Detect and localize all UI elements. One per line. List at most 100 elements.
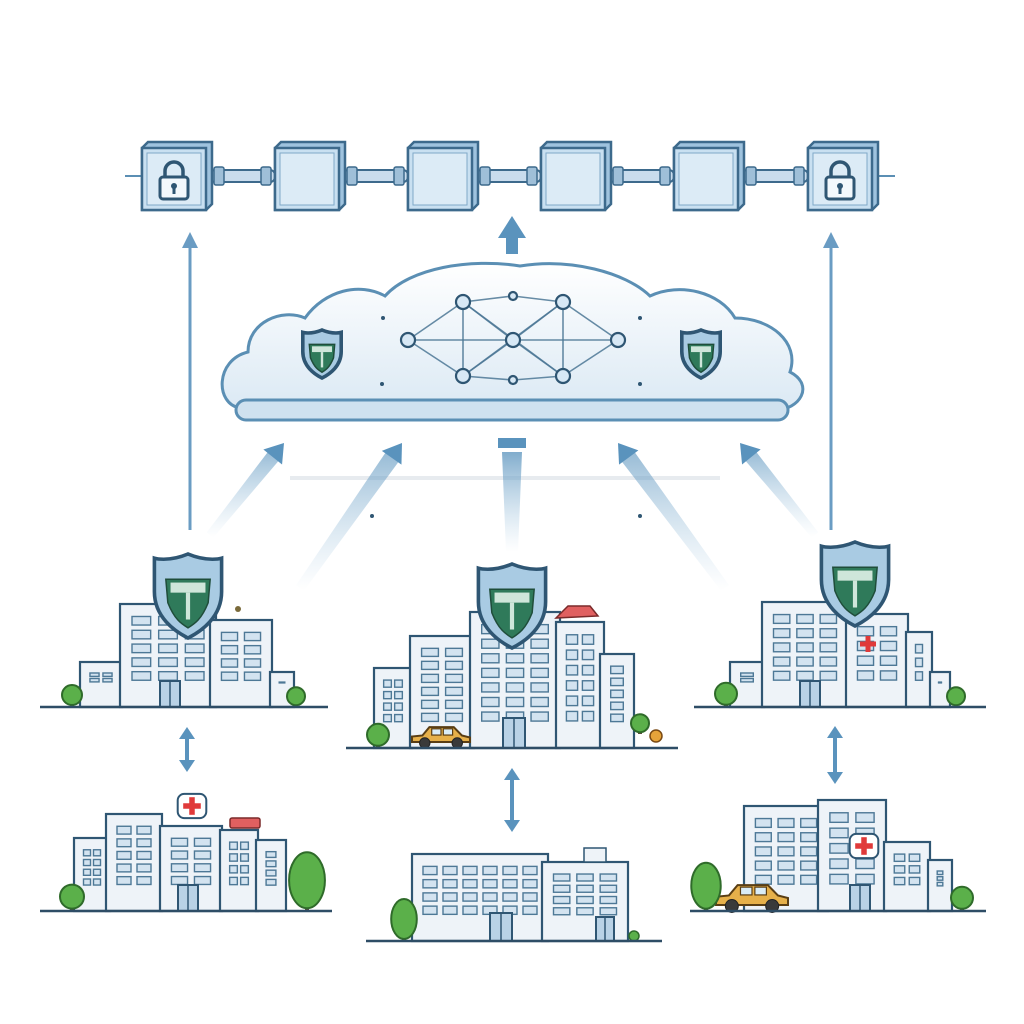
building-window [754, 832, 772, 843]
building-window [772, 642, 791, 653]
building-window [796, 628, 814, 639]
building-window [505, 667, 525, 679]
building-window [136, 875, 152, 886]
building-window [420, 712, 440, 723]
chain-link-cap [346, 166, 358, 186]
building-window [193, 875, 212, 886]
shield-band [494, 592, 530, 603]
building-window [581, 695, 595, 707]
lock-keyhole-slot [172, 187, 176, 194]
building-window [157, 657, 179, 668]
building-right-tower [554, 620, 606, 750]
arrow-head-down [827, 772, 843, 784]
lock-icon [824, 160, 856, 201]
shield-icon [680, 328, 722, 381]
building-window [505, 653, 525, 664]
tree [950, 885, 974, 911]
tree-crown [61, 684, 83, 706]
chain-block [273, 140, 347, 212]
chain-link-cap [479, 166, 491, 186]
building-window [796, 613, 814, 625]
beam-body [502, 452, 522, 552]
building-window [772, 656, 791, 667]
building-window [893, 853, 906, 863]
beam-dot [370, 514, 374, 518]
building-window [530, 696, 549, 708]
chain-link-cap [526, 166, 538, 186]
network-dot [638, 316, 642, 320]
shield-icon [301, 328, 343, 381]
building-window [777, 832, 795, 843]
building-window [740, 672, 755, 678]
hospital-cluster-bottom-center [366, 847, 662, 943]
building-window [581, 649, 595, 661]
building-door [159, 680, 181, 708]
tree [630, 713, 650, 734]
building-window [610, 713, 625, 723]
building-window [393, 679, 404, 688]
building-window [565, 649, 579, 661]
building-window [565, 710, 579, 722]
network-node [454, 293, 472, 311]
up-arrow-to-chain [498, 216, 526, 254]
building-window [184, 670, 205, 681]
beam-arrowhead [263, 443, 284, 465]
building-body [598, 652, 636, 750]
building-window [599, 907, 618, 916]
shield-icon [819, 540, 891, 629]
building-window [131, 629, 152, 640]
building-left-annex [372, 666, 414, 750]
building-body [104, 812, 164, 913]
network-graph-icon [380, 290, 642, 386]
beam-dot [638, 514, 642, 518]
roof-sign [229, 817, 261, 829]
building-door [799, 680, 821, 708]
chain-block [539, 140, 613, 212]
shield-band [170, 582, 206, 593]
cloud-aggregator [220, 261, 805, 422]
beam-left-inner [296, 443, 402, 591]
building-window [422, 878, 438, 889]
network-dot [638, 382, 642, 386]
building-small [904, 630, 934, 709]
network-node [507, 374, 519, 386]
shield-icon [301, 328, 343, 381]
building-window [382, 679, 393, 688]
network-edge [562, 301, 619, 341]
chain-link-cap [393, 166, 405, 186]
building-window [82, 868, 92, 877]
building-window [82, 849, 92, 857]
chain-block-inner [545, 152, 601, 206]
building-window [772, 670, 791, 681]
chain-link [342, 166, 409, 186]
building-window [131, 643, 152, 654]
building-window [420, 686, 440, 697]
building-window [170, 863, 189, 873]
network-edge [562, 339, 619, 377]
building-window [893, 876, 906, 886]
hospital-cluster-top-center [346, 562, 678, 750]
building-window [382, 702, 393, 711]
building-window [522, 905, 538, 916]
building-left [408, 634, 476, 750]
chain-block [406, 140, 480, 212]
beam-body [744, 450, 819, 538]
chain-block-inner [678, 152, 734, 206]
blockchain-chain [125, 140, 895, 212]
network-edge [512, 295, 564, 303]
red-cross-icon [176, 792, 208, 820]
network-node [504, 331, 522, 349]
building-door [489, 912, 513, 942]
building-body [78, 660, 124, 709]
building-window [481, 696, 500, 708]
network-edge [407, 301, 464, 341]
building-body [208, 618, 274, 709]
building-window [92, 868, 102, 877]
building-window [565, 634, 579, 645]
car-window [431, 728, 442, 736]
building-window [136, 838, 152, 848]
building-body [928, 670, 952, 709]
building-window [819, 642, 838, 653]
building-door [595, 916, 615, 942]
